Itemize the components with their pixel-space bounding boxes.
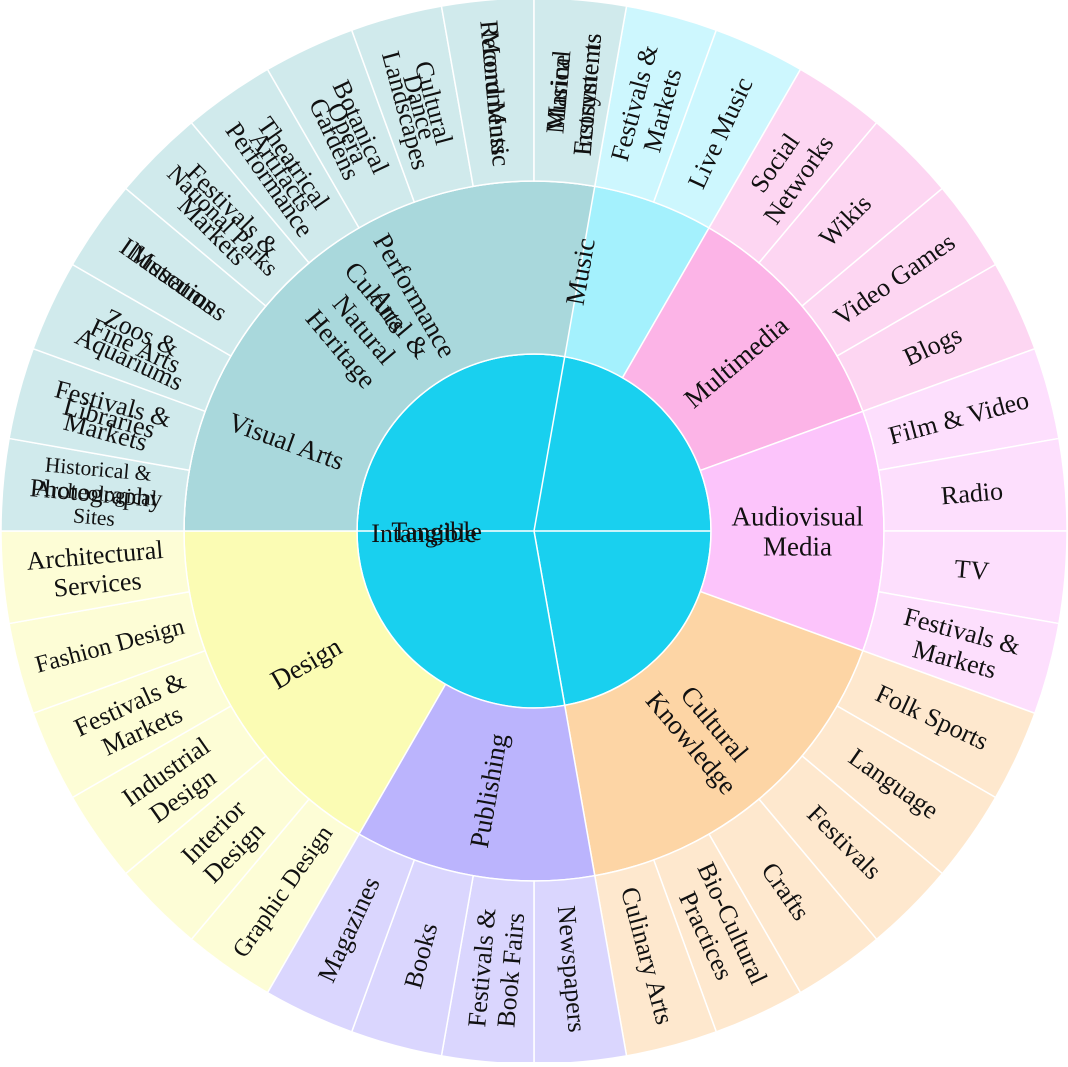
inner-label-tangible: Tangible (391, 517, 482, 546)
inner-ring (356, 353, 712, 709)
middle-ring (183, 180, 885, 882)
leaf-segment-marine-ecosystems (533, 0, 628, 188)
leaf-label-radio: Radio (940, 476, 1004, 510)
leaf-label-tv: TV (953, 554, 990, 586)
inner-label-intangible: Intangible (371, 519, 476, 548)
leaf-label-festivals-and-book-fairs: Festivals &Book Fairs (462, 907, 530, 1031)
